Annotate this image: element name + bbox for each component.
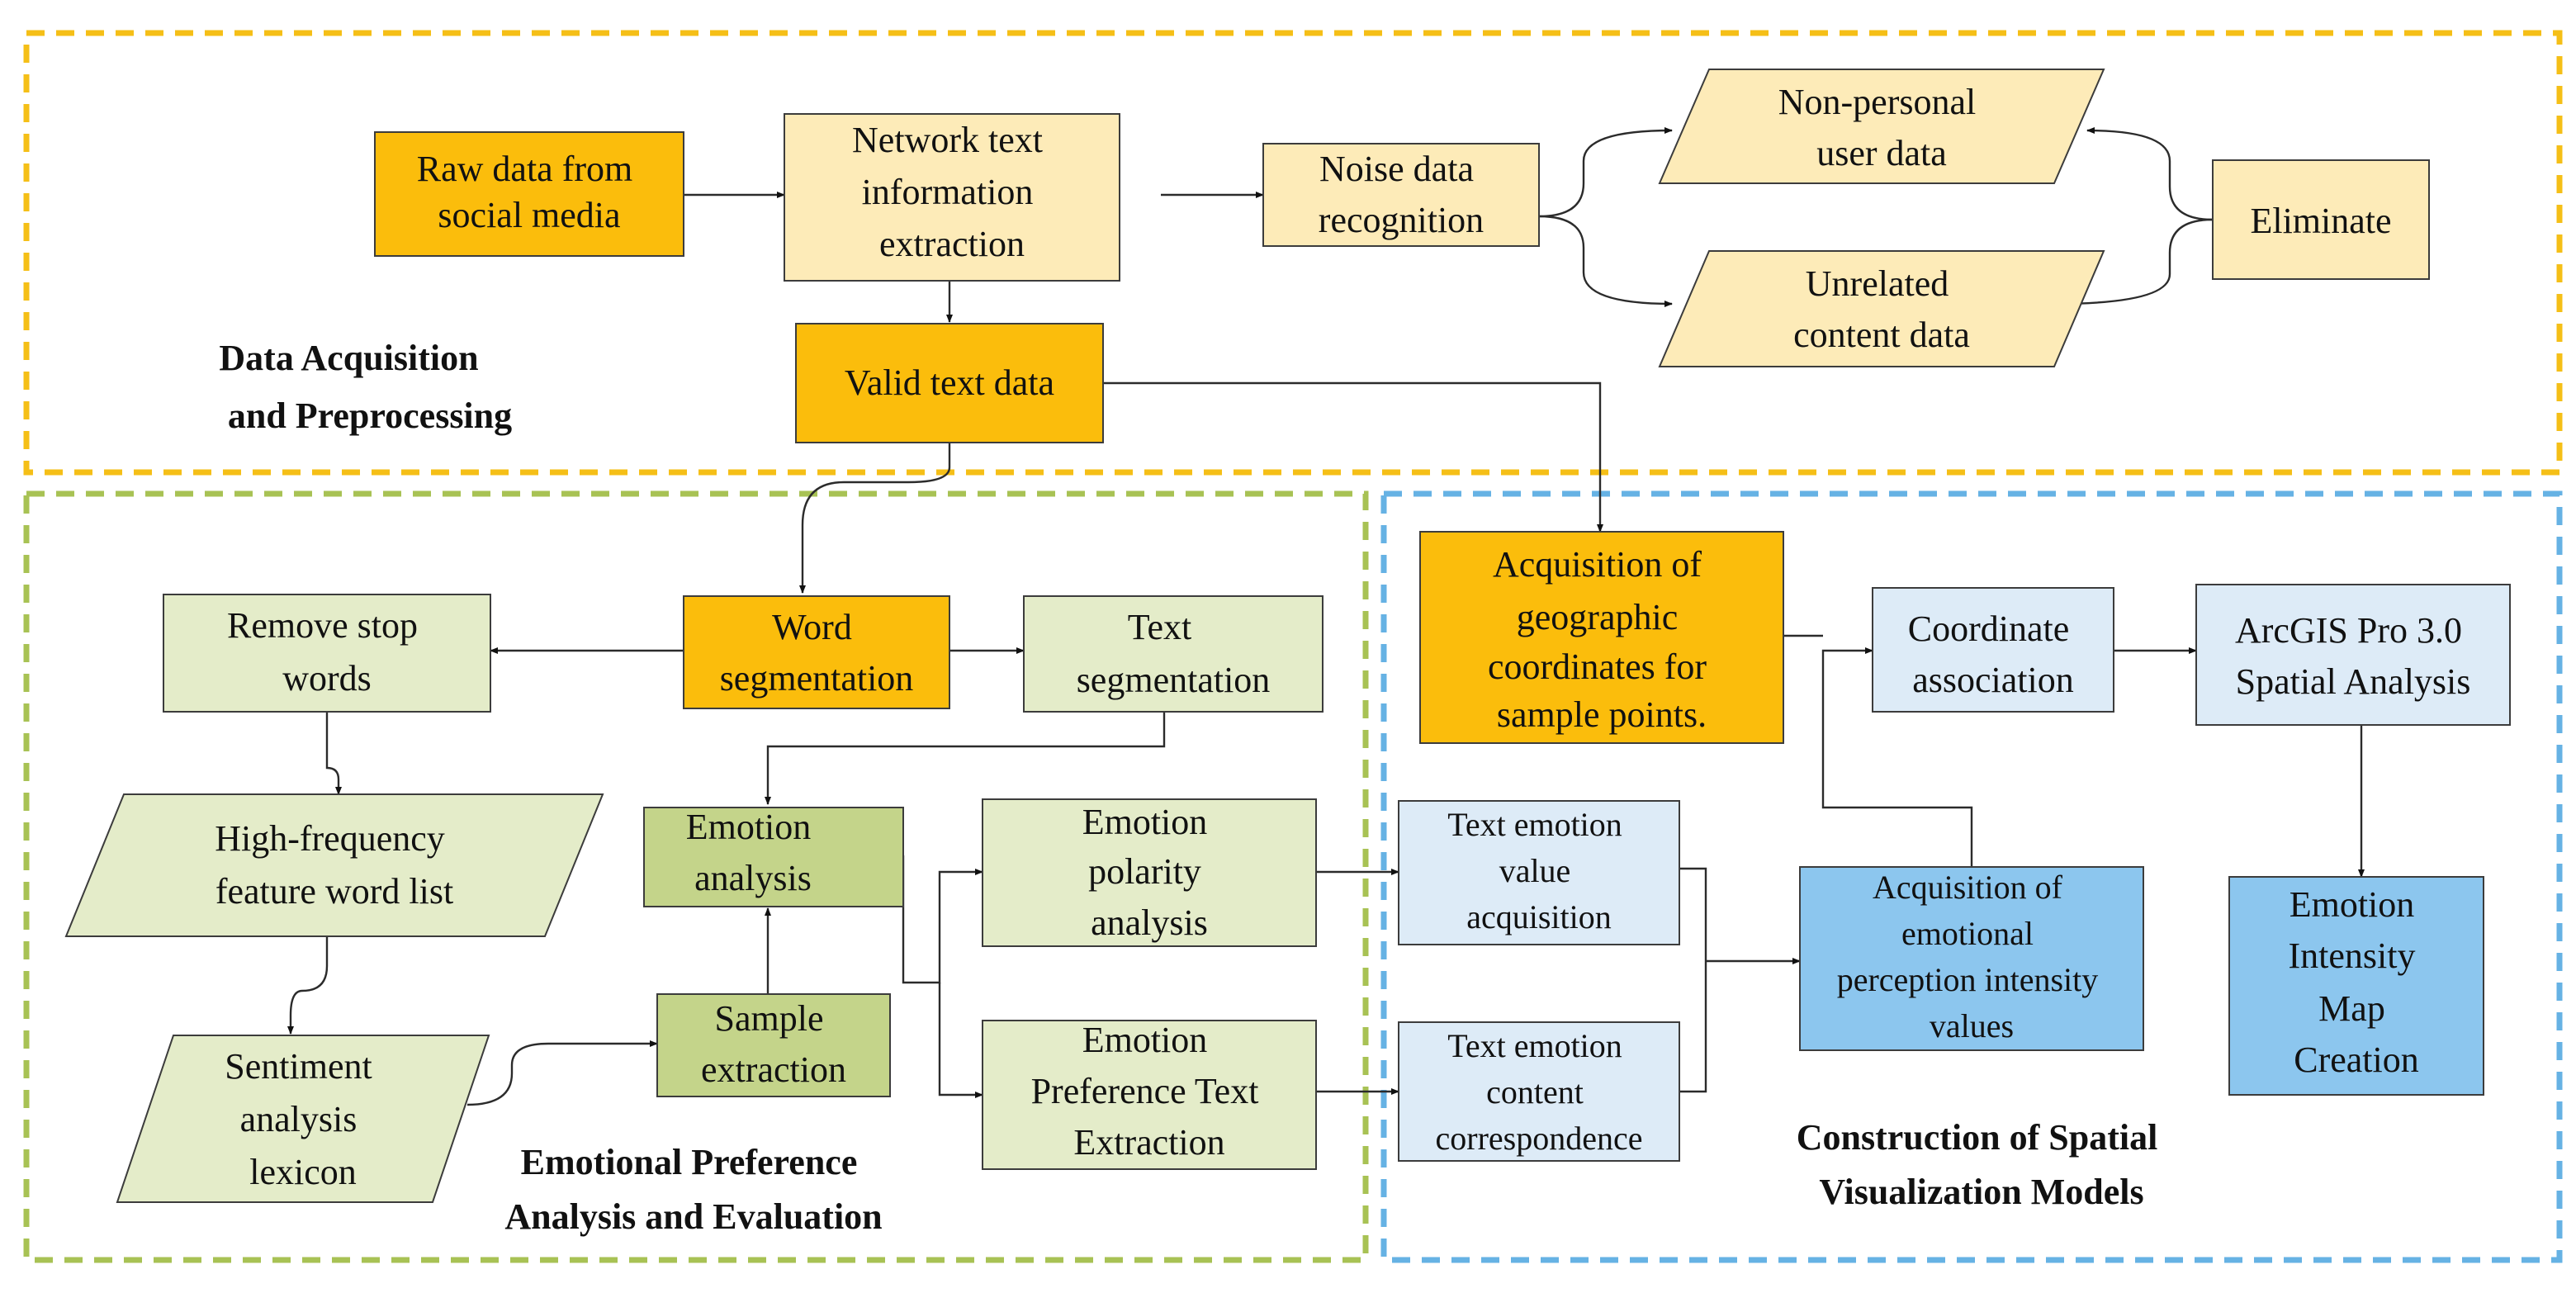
edge-contentcorr-merge bbox=[1679, 961, 1707, 1093]
node-network-text: Network text information extraction bbox=[784, 113, 1120, 282]
svg-text:Valid text data: Valid text data bbox=[845, 362, 1054, 403]
edge-text-to-emotion bbox=[765, 712, 1166, 805]
svg-text:Emotion Intensity: Emotion Intensity Map Creation bbox=[2289, 884, 2425, 1080]
svg-text:Network text information: Network text information extraction bbox=[852, 120, 1052, 264]
edge-highfreq-to-sentiment bbox=[287, 936, 329, 1035]
node-arcgis-analysis: ArcGIS Pro 3.0 Spatial Analysis bbox=[2195, 584, 2511, 726]
node-sentiment-lexicon: Sentiment analysis lexicon bbox=[116, 1035, 490, 1203]
node-text-segmentation: Text segmentation bbox=[1023, 595, 1324, 713]
edge-emotion-to-polarity bbox=[902, 855, 983, 984]
node-remove-stop-words: Remove stop words bbox=[163, 594, 491, 713]
edge-emotion-to-preference bbox=[938, 983, 983, 1098]
section-label-spatial: Construction of Spatial Visualization Mo… bbox=[1797, 1117, 2167, 1212]
section-emotional-frame bbox=[23, 490, 1369, 1263]
svg-text:Coordinate association: Coordinate association bbox=[1908, 609, 2079, 700]
svg-text:Text emotion content: Text emotion content correspondence bbox=[1436, 1027, 1643, 1157]
svg-text:Word segmentation: Word segmentation bbox=[720, 607, 914, 699]
svg-text:Acquisition of geographi: Acquisition of geographic coordinates fo… bbox=[1488, 544, 1716, 735]
node-high-frequency: High-frequency feature word list bbox=[64, 793, 604, 937]
node-content-correspondence: Text emotion content correspondence bbox=[1398, 1021, 1680, 1162]
node-sample-extraction: Sample extraction bbox=[656, 993, 891, 1097]
node-unrelated: Unrelated content data bbox=[1658, 250, 2105, 367]
node-valid-text: Valid text data bbox=[795, 323, 1104, 443]
node-map-creation: Emotion Intensity Map Creation bbox=[2228, 876, 2484, 1096]
node-non-personal: Non-personal user data bbox=[1658, 69, 2105, 184]
svg-text:Text emotion value: Text emotion value acquisition bbox=[1447, 806, 1631, 935]
svg-text:Unrelated content data: Unrelated content data bbox=[1793, 263, 1970, 355]
node-noise-recognition: Noise data recognition bbox=[1262, 143, 1540, 247]
node-geo-coordinates: Acquisition of geographic coordinates fo… bbox=[1419, 531, 1784, 744]
svg-text:Noise data recognition: Noise data recognition bbox=[1319, 149, 1484, 240]
section-label-acquisition: Data Acquisition and Preprocessing bbox=[219, 338, 512, 436]
node-emotion-analysis: Emotion analysis bbox=[643, 807, 904, 907]
svg-text:Emotion polarity a: Emotion polarity analysis bbox=[1082, 802, 1217, 943]
svg-text:Sentiment analysis: Sentiment analysis lexicon bbox=[225, 1046, 381, 1192]
svg-text:Eliminate: Eliminate bbox=[2250, 201, 2391, 241]
edge-valueacq-merge bbox=[1679, 867, 1707, 961]
svg-text:Raw data from social med: Raw data from social media bbox=[417, 149, 642, 235]
svg-text:Non-personal user data: Non-personal user data bbox=[1778, 82, 1986, 173]
edges bbox=[287, 127, 2365, 1106]
edge-eliminate-to-unrelated bbox=[2053, 218, 2214, 307]
svg-text:Remove stop words: Remove stop words bbox=[227, 605, 427, 699]
svg-text:Acquisition of emotional: Acquisition of emotional perception inte… bbox=[1837, 869, 2107, 1044]
svg-text:Emotion Preference Text: Emotion Preference Text Extraction bbox=[1031, 1020, 1268, 1163]
node-word-segmentation: Word segmentation bbox=[683, 595, 950, 709]
edge-valid-to-geo bbox=[1103, 381, 1603, 533]
edge-valid-to-word bbox=[799, 443, 951, 594]
edge-noise-to-unrelated bbox=[1538, 215, 1673, 307]
node-eliminate: Eliminate bbox=[2212, 159, 2430, 280]
node-emotion-polarity: Emotion polarity analysis bbox=[982, 798, 1317, 947]
svg-text:ArcGIS Pro 3.0 Spatial A: ArcGIS Pro 3.0 Spatial Analysis bbox=[2235, 610, 2471, 702]
edge-sentiment-to-sample bbox=[466, 1040, 658, 1106]
node-intensity-values: Acquisition of emotional perception inte… bbox=[1799, 866, 2144, 1051]
section-spatial-frame bbox=[1380, 490, 2563, 1263]
svg-text:High-frequency feature w: High-frequency feature word list bbox=[215, 818, 454, 912]
edge-noise-to-nonpersonal bbox=[1538, 127, 1673, 218]
edge-remove-to-highfreq bbox=[325, 712, 342, 795]
edge-intensity-to-coord bbox=[1821, 647, 1973, 867]
svg-text:Emotion analysis: Emotion analysis bbox=[686, 807, 821, 898]
edge-eliminate-to-nonpersonal bbox=[2086, 127, 2214, 221]
node-raw-data: Raw data from social media bbox=[374, 131, 684, 257]
svg-text:Sample extraction: Sample extraction bbox=[701, 998, 846, 1090]
node-emotion-preference: Emotion Preference Text Extraction bbox=[982, 1020, 1317, 1170]
node-coordinate-association: Coordinate association bbox=[1872, 587, 2114, 713]
node-value-acquisition: Text emotion value acquisition bbox=[1398, 800, 1680, 945]
section-label-emotional: Emotional Preference Analysis and Evalua… bbox=[504, 1142, 882, 1237]
svg-text:Text segmentation: Text segmentation bbox=[1077, 607, 1271, 700]
section-acquisition-frame bbox=[23, 30, 2563, 476]
